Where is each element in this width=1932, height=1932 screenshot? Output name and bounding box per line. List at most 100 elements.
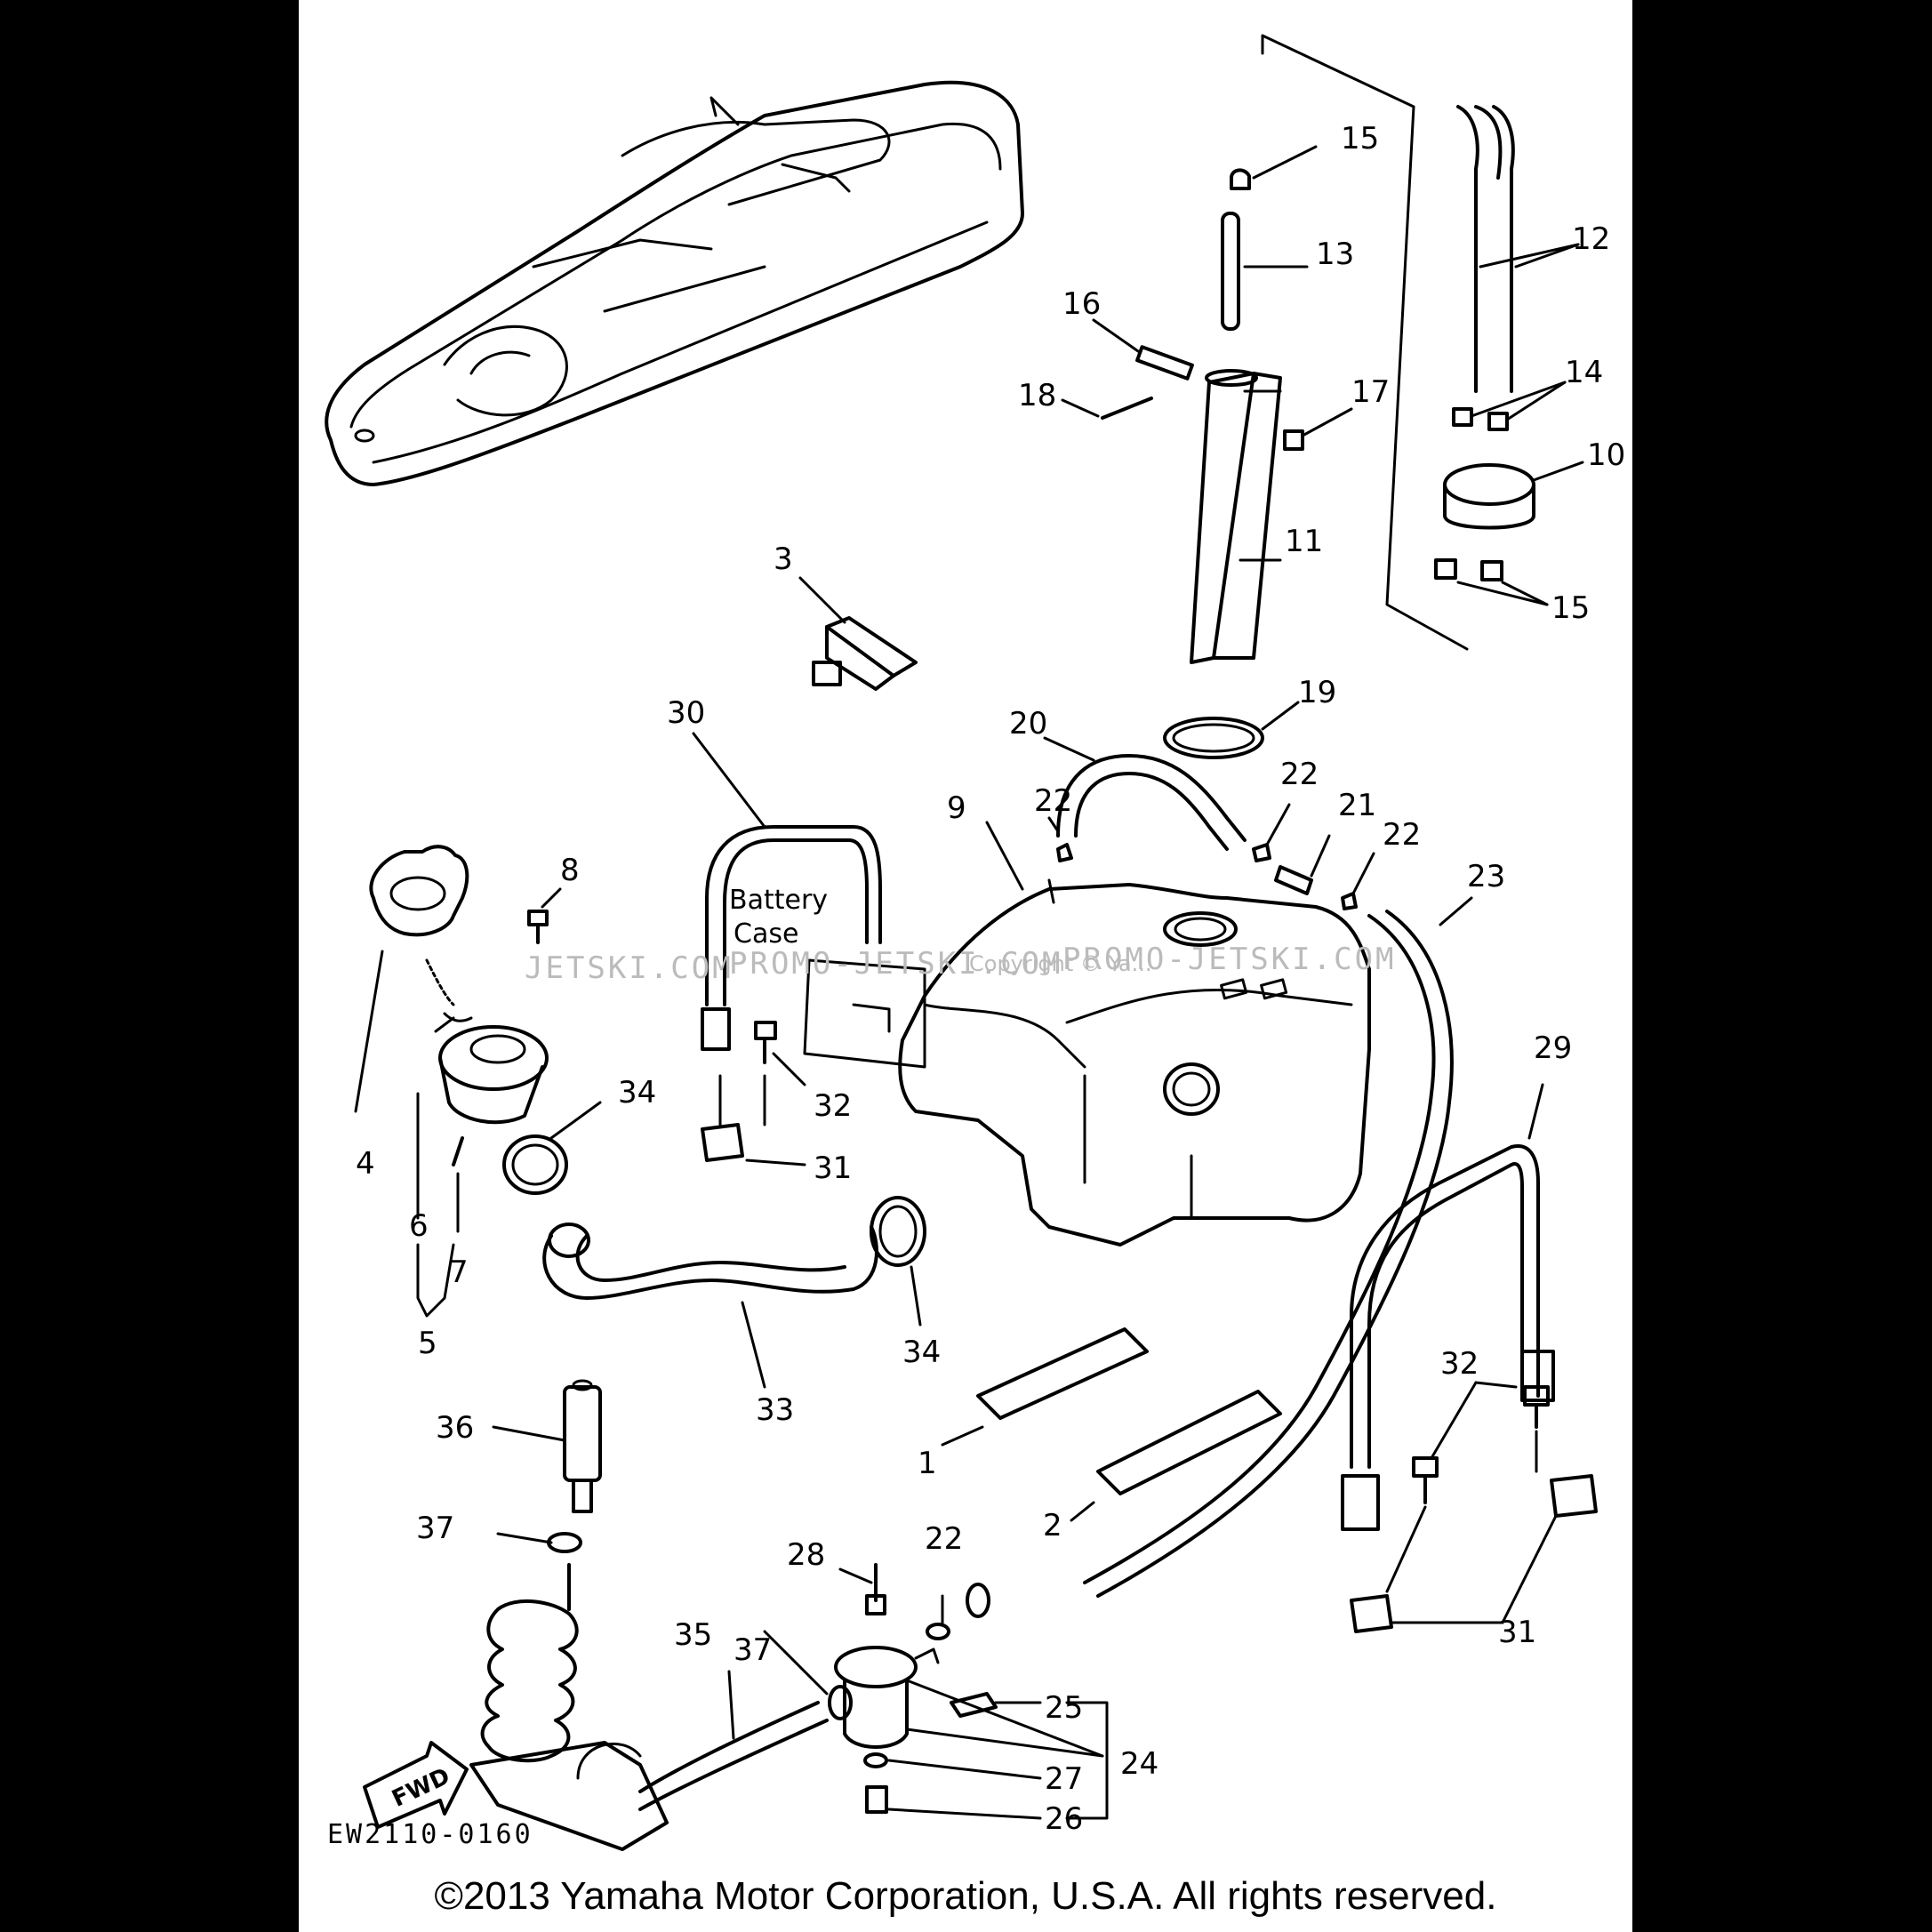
part-30-battery-strap — [692, 732, 882, 1051]
part-37-clip-upper — [496, 1532, 582, 1553]
callout-1: 1 — [918, 1446, 937, 1481]
battery-label-line1: Battery — [729, 885, 828, 916]
part-9-fuel-tank — [898, 821, 1371, 1247]
part-29-tank-strap — [1341, 1083, 1555, 1531]
callout-25: 25 — [1045, 1690, 1083, 1726]
part-10-check-valve — [1443, 461, 1584, 530]
part-31-holder-battery — [701, 1074, 806, 1166]
callout-34-upper: 34 — [618, 1075, 656, 1110]
part-18-pin — [1061, 397, 1153, 420]
part-16-bolt — [1092, 318, 1194, 381]
assembly-boundary-line — [1261, 34, 1469, 651]
part-21-fitting — [1274, 834, 1331, 895]
part-5-bracket-line — [416, 1243, 455, 1318]
part-22-clip-b — [1341, 852, 1375, 910]
callout-11: 11 — [1285, 524, 1323, 559]
part-35-hose — [638, 1670, 829, 1811]
callout-26: 26 — [1045, 1801, 1083, 1837]
part-1-pad — [941, 1327, 1149, 1447]
callout-19: 19 — [1298, 675, 1336, 710]
callout-21: 21 — [1338, 788, 1376, 823]
part-37-clip-lower — [763, 1630, 853, 1720]
callout-4: 4 — [356, 1146, 375, 1182]
battery-case-outline — [803, 958, 926, 1069]
callout-29: 29 — [1534, 1030, 1572, 1066]
callout-37-upper: 37 — [416, 1511, 454, 1546]
bracket-24-25-26-27 — [1065, 1701, 1109, 1820]
callout-20: 20 — [1009, 706, 1047, 742]
part-20-hose — [1043, 736, 1247, 851]
part-4-filler-cap — [354, 845, 469, 1113]
callout-22-a: 22 — [1280, 757, 1319, 792]
part-22-clip-d — [926, 1594, 950, 1640]
callout-36: 36 — [436, 1410, 474, 1446]
part-11-filler-tube — [1190, 369, 1282, 664]
fwd-arrow: FWD — [363, 1741, 469, 1829]
watermark-right: PROMO-JETSKI.COM — [1062, 942, 1397, 977]
part-3-bracket — [798, 576, 918, 691]
callout-32-battery: 32 — [814, 1088, 852, 1124]
callout-7: 7 — [449, 1255, 469, 1290]
part-26-drain — [865, 1785, 1042, 1820]
callout-18: 18 — [1018, 378, 1056, 413]
diagram-sheet — [299, 0, 1632, 1932]
callout-27: 27 — [1045, 1761, 1083, 1797]
callout-2: 2 — [1043, 1508, 1062, 1543]
part-2-pad — [1070, 1390, 1282, 1522]
callout-13: 13 — [1316, 236, 1354, 272]
callout-22-d: 22 — [925, 1521, 963, 1557]
part-8-screw — [527, 887, 562, 944]
part-36-filter — [492, 1379, 602, 1513]
part-14-clips — [1452, 381, 1567, 431]
callout-34-lower: 34 — [902, 1335, 941, 1370]
callout-31-right: 31 — [1498, 1615, 1536, 1650]
callout-5: 5 — [418, 1326, 437, 1361]
callout-15-lower: 15 — [1551, 590, 1590, 626]
part-34-clamp-lower — [870, 1196, 926, 1327]
callout-14: 14 — [1565, 355, 1603, 390]
callout-9: 9 — [947, 790, 966, 826]
part-32-bolt-right-b — [1412, 1381, 1478, 1504]
callout-8: 8 — [560, 853, 580, 888]
callout-17: 17 — [1351, 374, 1390, 410]
callout-3: 3 — [774, 541, 793, 577]
callout-35: 35 — [674, 1617, 712, 1653]
part-34-clamp-upper — [502, 1101, 602, 1195]
callout-15-top: 15 — [1341, 121, 1379, 156]
part-15-clips-lower — [1434, 558, 1549, 606]
callout-12: 12 — [1572, 221, 1610, 257]
part-12-breather-hoses — [1456, 105, 1580, 393]
part-28-stud — [838, 1563, 886, 1615]
callout-10: 10 — [1587, 437, 1625, 473]
callout-23: 23 — [1467, 859, 1505, 894]
part-33-filler-hose — [542, 1223, 878, 1389]
part-32-bolt-right-a — [1474, 1381, 1550, 1429]
part-25-plate — [950, 1692, 1042, 1718]
part-6-tether — [416, 958, 455, 1220]
part-27-oring — [863, 1752, 1042, 1780]
callout-24: 24 — [1120, 1746, 1158, 1782]
callout-6: 6 — [409, 1208, 429, 1244]
watermark-small: Copyright © Ya... — [969, 951, 1151, 976]
callout-37-lower: 37 — [734, 1632, 772, 1668]
callout-31-battery: 31 — [814, 1150, 852, 1186]
callout-22-c: 22 — [1034, 783, 1072, 819]
watermarks: JETSKI.COM PROMO-JETSKI.COM Copyright © … — [525, 942, 1397, 986]
callout-28: 28 — [787, 1537, 825, 1573]
part-13-rod — [1221, 212, 1309, 331]
battery-case-label: Battery Case — [729, 885, 828, 950]
battery-label-line2: Case — [734, 918, 798, 950]
part-17-nut — [1283, 407, 1353, 451]
part-23-return-hose — [966, 896, 1473, 1618]
callout-16: 16 — [1062, 286, 1101, 322]
part-22-clip-a — [1252, 803, 1291, 862]
filler-neck — [434, 1012, 549, 1125]
callout-32-right: 32 — [1440, 1346, 1479, 1382]
watermark-left: JETSKI.COM — [525, 950, 734, 986]
fuel-strainer-assembly — [469, 1563, 669, 1851]
part-19-band — [1163, 701, 1300, 759]
part-7-pin — [452, 1136, 464, 1233]
jetski-hull-illustration — [325, 80, 1024, 486]
